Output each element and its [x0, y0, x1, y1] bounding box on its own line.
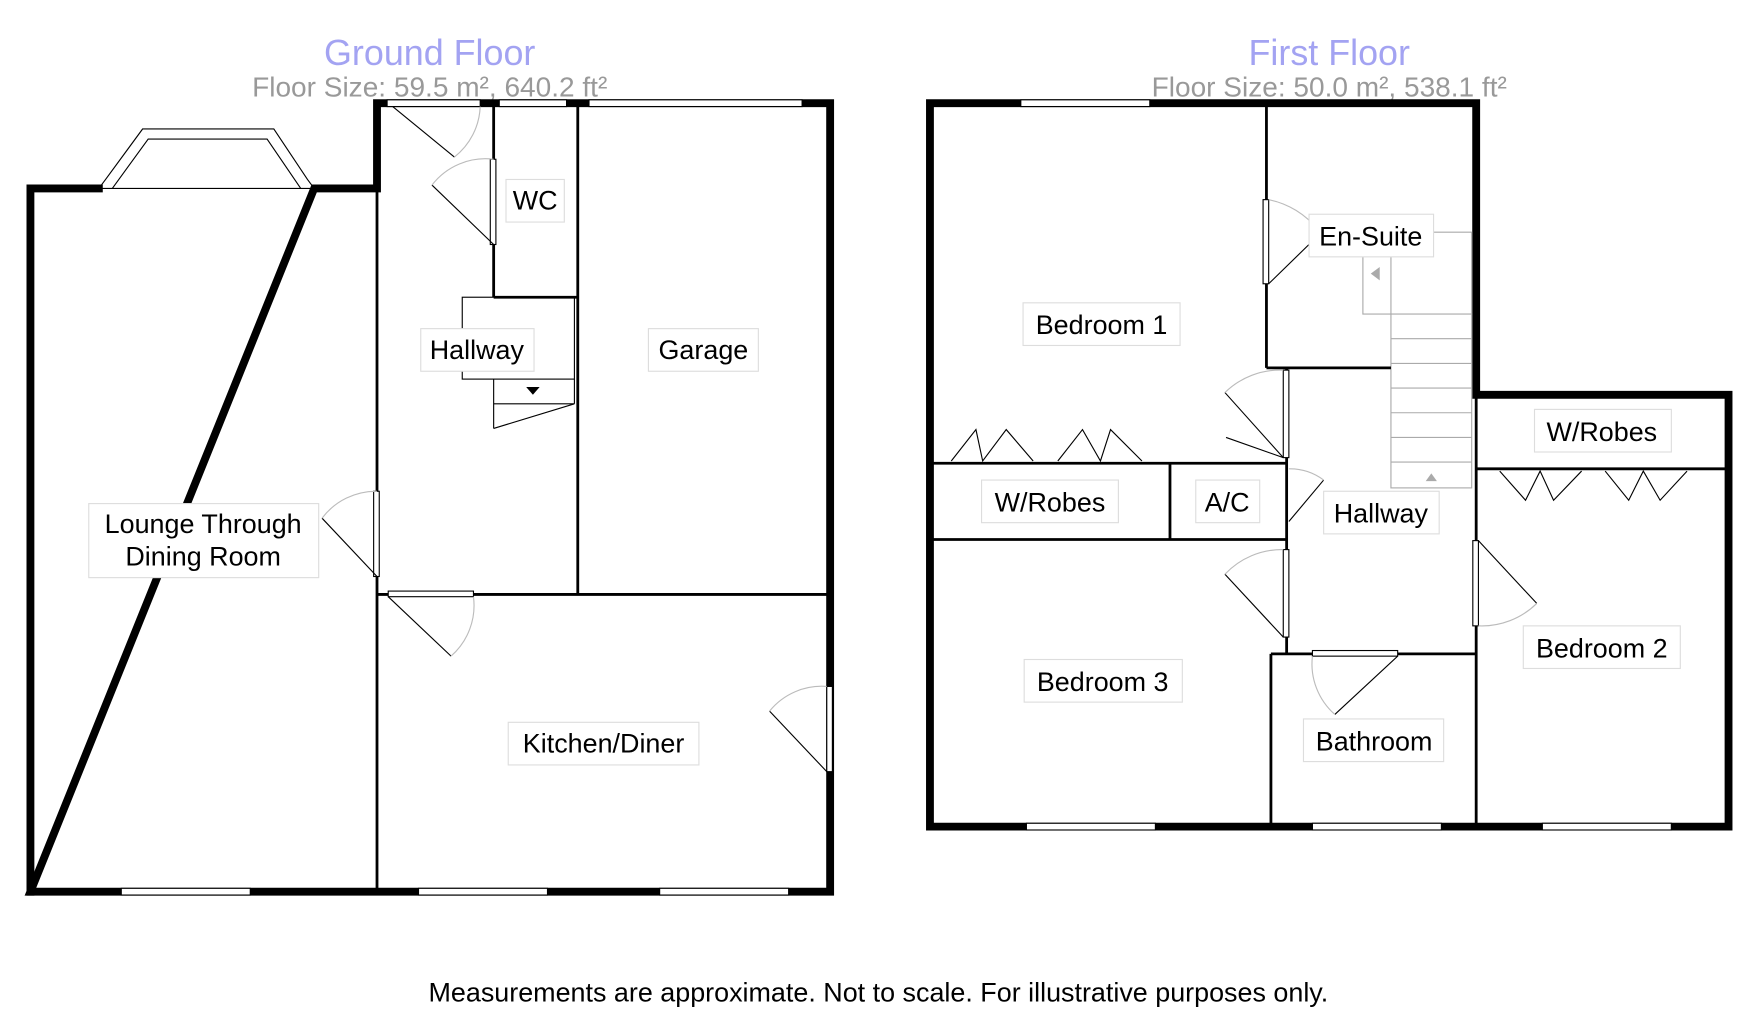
- room-label-lounge: Lounge Through Dining Room: [88, 503, 320, 579]
- bay-window: [97, 128, 316, 189]
- room-label-ac: A/C: [1195, 479, 1261, 524]
- ground-interior-walls: [375, 103, 831, 892]
- first-floor-title: First Floor: [1249, 33, 1410, 73]
- svg-text:WC: WC: [513, 186, 558, 216]
- svg-text:Garage: Garage: [659, 335, 749, 365]
- svg-text:Bedroom 1: Bedroom 1: [1036, 310, 1168, 340]
- room-label-wrobes-1: W/Robes: [980, 479, 1119, 524]
- svg-text:Lounge Through: Lounge Through: [105, 509, 302, 539]
- room-label-ground-hallway: Hallway: [420, 328, 535, 372]
- first-doors: [950, 199, 1688, 715]
- ground-floor-size: Floor Size: 59.5 m², 640.2 ft²: [252, 71, 607, 102]
- svg-text:A/C: A/C: [1205, 487, 1250, 517]
- room-label-bedroom2: Bedroom 2: [1522, 625, 1681, 670]
- first-stairs: [1362, 231, 1473, 489]
- ground-doors: [321, 106, 833, 773]
- ground-floor-plan: Ground Floor Floor Size: 59.5 m², 640.2 …: [24, 33, 835, 896]
- room-label-ensuite: En-Suite: [1308, 213, 1435, 258]
- svg-text:Bedroom 2: Bedroom 2: [1536, 633, 1668, 663]
- svg-text:Bathroom: Bathroom: [1316, 726, 1433, 756]
- stairs-left-arrow-icon: [1370, 266, 1380, 281]
- stairs-down-arrow-icon: [526, 386, 540, 395]
- ground-outer-wall: [24, 99, 835, 896]
- first-floor-size: Floor Size: 50.0 m², 538.1 ft²: [1152, 71, 1507, 102]
- first-outer-wall: [926, 99, 1733, 831]
- room-label-wrobes-2: W/Robes: [1533, 408, 1672, 453]
- svg-text:W/Robes: W/Robes: [1546, 417, 1657, 447]
- first-floor-plan: First Floor Floor Size: 50.0 m², 538.1 f…: [926, 33, 1733, 831]
- room-label-bedroom1: Bedroom 1: [1022, 302, 1181, 347]
- room-label-wc: WC: [505, 178, 565, 223]
- stairs-up-arrow-icon: [1425, 473, 1437, 482]
- svg-text:W/Robes: W/Robes: [995, 487, 1106, 517]
- svg-text:Hallway: Hallway: [1334, 499, 1429, 529]
- room-label-garage: Garage: [647, 328, 759, 372]
- svg-text:En-Suite: En-Suite: [1319, 222, 1422, 252]
- room-label-bedroom3: Bedroom 3: [1023, 658, 1183, 703]
- first-interior-walls: [929, 103, 1729, 827]
- svg-text:Dining Room: Dining Room: [125, 541, 281, 571]
- room-label-kitchen: Kitchen/Diner: [507, 721, 700, 766]
- svg-text:Hallway: Hallway: [430, 335, 525, 365]
- room-label-bathroom: Bathroom: [1302, 718, 1445, 763]
- first-windows: [1020, 99, 1672, 831]
- disclaimer-footer: Measurements are approximate. Not to sca…: [428, 978, 1328, 1008]
- ground-floor-title: Ground Floor: [324, 33, 535, 73]
- ground-windows: [120, 99, 803, 896]
- room-label-first-hallway: Hallway: [1323, 490, 1440, 535]
- svg-text:Kitchen/Diner: Kitchen/Diner: [523, 729, 685, 759]
- svg-text:Bedroom 3: Bedroom 3: [1037, 667, 1169, 697]
